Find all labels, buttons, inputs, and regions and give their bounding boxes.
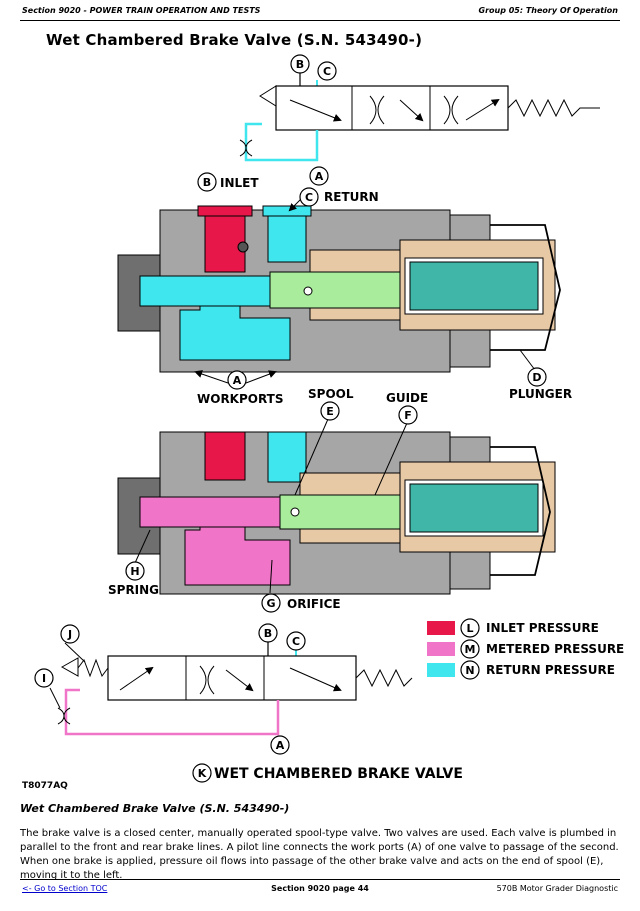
guide-label: GUIDE: [386, 391, 428, 405]
upper-valve-body: [117, 205, 561, 373]
header-rule: [20, 20, 620, 21]
brake-valve-diagram: B C B A C A D E F H G J B C I A K L M N …: [34, 54, 624, 783]
section-header: Section 9020 - POWER TRAIN OPERATION AND…: [22, 6, 261, 15]
legend-swatch-return: [427, 663, 455, 677]
caption-title: Wet Chambered Brake Valve (S.N. 543490-): [20, 802, 290, 815]
footer-rule: [20, 879, 620, 880]
diagram-caption: WET CHAMBERED BRAKE VALVE: [214, 766, 463, 782]
page-title: Wet Chambered Brake Valve (S.N. 543490-): [46, 31, 423, 49]
legend-label-metered: METERED PRESSURE: [486, 642, 624, 656]
bottom-schematic: [57, 640, 413, 736]
callout-circles: [34, 54, 547, 783]
callout-e-spool: E: [326, 405, 334, 418]
lower-valve-body: [117, 431, 556, 595]
group-header: Group 05: Theory Of Operation: [478, 6, 618, 15]
callout-f-guide: F: [404, 409, 412, 422]
workports-label: WORKPORTS: [197, 392, 284, 406]
callout-c-top: C: [323, 65, 331, 78]
callout-d-plunger: D: [532, 371, 541, 384]
legend-letter-l: L: [466, 622, 473, 635]
legend-letter-n: N: [465, 664, 474, 677]
figure-id: T8077AQ: [22, 781, 68, 791]
legend-letter-m: M: [465, 643, 476, 656]
callout-b-top: B: [296, 58, 304, 71]
toc-link[interactable]: <- Go to Section TOC: [22, 884, 108, 893]
leader-lines: [49, 192, 536, 742]
legend-swatch-inlet: [427, 621, 455, 635]
orifice-label: ORIFICE: [287, 597, 341, 611]
callout-a-upper: A: [315, 170, 324, 183]
callout-i: I: [42, 672, 46, 685]
pilot-line: [244, 122, 319, 162]
spring-label: SPRING: [108, 583, 159, 597]
callout-c-return: C: [305, 191, 313, 204]
callout-g-orifice: G: [266, 597, 275, 610]
callout-h-spring: H: [130, 565, 139, 578]
callout-j: J: [67, 628, 72, 641]
callout-b-inlet: B: [203, 176, 211, 189]
return-label: RETURN: [324, 190, 379, 204]
callout-k: K: [198, 767, 207, 780]
callout-c-bottom: C: [292, 635, 300, 648]
legend-label-return: RETURN PRESSURE: [486, 663, 615, 677]
inlet-label: INLET: [220, 176, 259, 190]
callout-a-bottom: A: [276, 739, 285, 752]
top-schematic: [239, 62, 600, 162]
manual-title: 570B Motor Grader Diagnostic: [496, 884, 618, 893]
valve-envelope: [275, 85, 509, 131]
plunger-label: PLUNGER: [509, 387, 572, 401]
callout-b-bottom: B: [264, 627, 272, 640]
spring-symbol: [507, 98, 600, 118]
body-paragraph: The brake valve is a closed center, manu…: [20, 828, 619, 881]
spool-label: SPOOL: [308, 387, 354, 401]
solenoid-symbol: [259, 85, 277, 107]
page-number: Section 9020 page 44: [271, 884, 369, 893]
orifice-symbol: [239, 139, 253, 157]
callout-a-workports: A: [233, 374, 242, 387]
legend-swatch-metered: [427, 642, 455, 656]
legend-label-inlet: INLET PRESSURE: [486, 621, 599, 635]
